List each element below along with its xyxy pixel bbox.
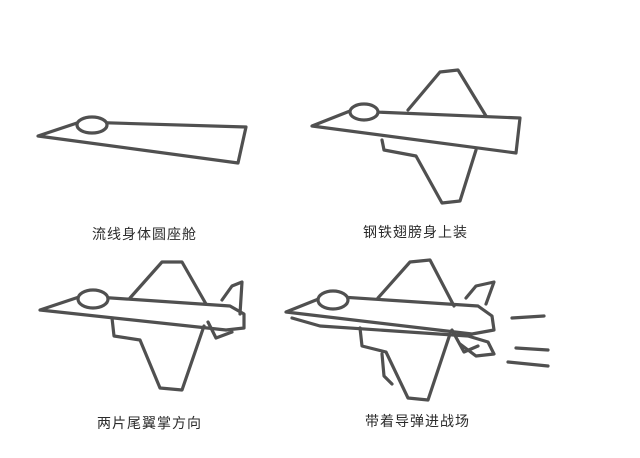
jet-lower-wing xyxy=(358,326,452,402)
jet-tail-fin-lower xyxy=(206,320,234,340)
jet-fuselage xyxy=(38,294,246,332)
jet-fuselage xyxy=(310,109,522,155)
speed-line xyxy=(506,360,550,368)
jet-tail-fin-upper xyxy=(220,280,244,316)
jet-cockpit xyxy=(316,289,350,311)
jet-cockpit xyxy=(75,115,109,135)
jet-tail-fin-lower xyxy=(450,328,480,354)
speed-lines xyxy=(506,314,550,368)
step-2-jet-with-wings xyxy=(310,68,522,205)
jet-missile xyxy=(290,316,496,358)
jet-upper-wing xyxy=(128,260,208,306)
step-3-jet-with-tail-fins xyxy=(38,260,246,392)
jet-tail-fin-upper xyxy=(464,280,496,306)
jet-upper-wing xyxy=(376,258,456,308)
step-4-caption: 带着导弹进战场 xyxy=(365,414,470,430)
step-2-caption: 钢铁翅膀身上装 xyxy=(363,225,468,241)
step-1-caption: 流线身体圆座舱 xyxy=(92,227,197,243)
jet-cockpit xyxy=(76,288,110,310)
jet-missile-under-wing xyxy=(380,352,394,386)
jet-lower-wing xyxy=(110,316,206,392)
step-3-caption: 两片尾翼掌方向 xyxy=(97,416,202,432)
jet-cockpit xyxy=(348,102,380,122)
speed-line xyxy=(510,314,546,320)
jet-upper-wing xyxy=(406,68,488,118)
jet-fuselage xyxy=(36,120,248,165)
step-4-jet-with-missiles xyxy=(284,258,550,402)
step-1-jet-body xyxy=(36,115,248,165)
speed-line xyxy=(514,346,550,352)
jet-lower-wing xyxy=(380,138,478,205)
